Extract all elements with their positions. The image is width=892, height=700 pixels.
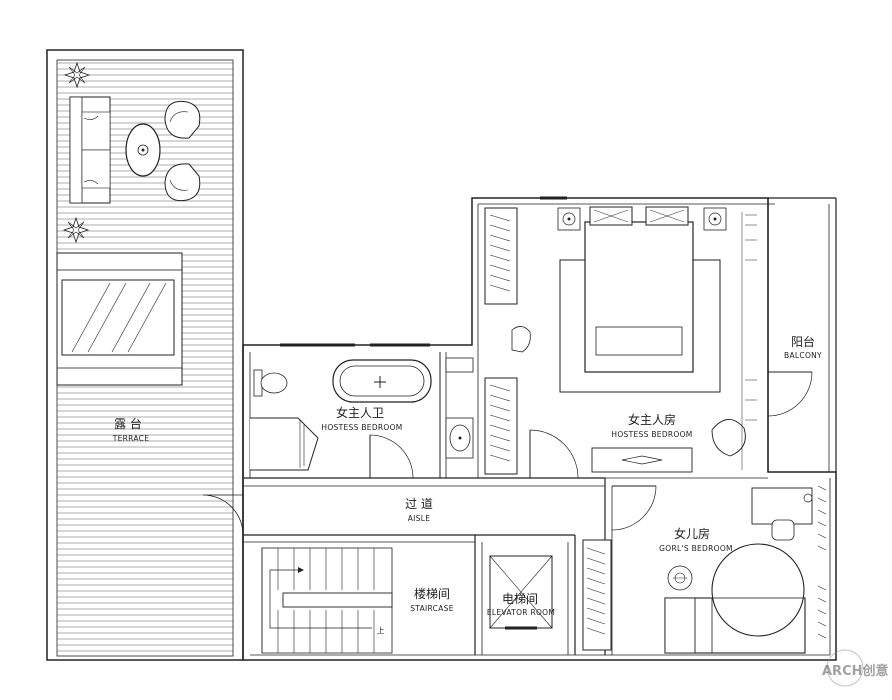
armchair-icon <box>164 163 201 202</box>
balcony-label: 阳台 <box>791 334 815 349</box>
nightstand <box>667 565 693 591</box>
sofa-icon <box>69 96 111 204</box>
cabinet <box>445 357 474 373</box>
hostess-bedroom-label-en: HOSTESS BEDROOM <box>611 430 692 439</box>
staircase-label: 楼梯间 <box>414 586 450 601</box>
girls-bedroom: 女儿房 GORL'S BEDROOM <box>582 485 827 654</box>
curtain <box>741 212 757 470</box>
building-outline <box>242 196 837 661</box>
elevator-room: 电梯间 ELEVATOR ROOM <box>487 555 555 630</box>
staircase-label-en: STAIRCASE <box>410 604 454 613</box>
curtain <box>817 485 827 639</box>
balcony-label-en: BALCONY <box>784 351 822 360</box>
tv-console <box>591 447 693 473</box>
hostess-bath-label: 女主人卫 <box>336 405 384 420</box>
elevator-label-en: ELEVATOR ROOM <box>487 608 555 617</box>
hostess-bedroom: 女主人房 HOSTESS BEDROOM <box>484 206 757 479</box>
girls-bedroom-door[interactable] <box>611 485 657 531</box>
aisle-label-en: AISLE <box>408 514 431 523</box>
terrace-label-en: TERRACE <box>112 434 150 443</box>
armchair-icon <box>711 419 746 457</box>
bathtub-icon <box>332 359 432 403</box>
stair-up-mark: 上 <box>377 626 385 635</box>
shower-enclosure <box>250 417 319 471</box>
skylight <box>56 252 183 386</box>
terrace-area: 露 台 TERRACE <box>46 49 244 661</box>
hostess-bedroom-door[interactable] <box>529 429 579 479</box>
staircase: 上 楼梯间 STAIRCASE <box>261 547 454 654</box>
bed-icon <box>584 206 694 373</box>
hostess-bedroom-label: 女主人房 <box>628 412 676 427</box>
girls-bedroom-label: 女儿房 <box>674 526 710 541</box>
aisle-label: 过 道 <box>405 497 433 511</box>
girls-bedroom-label-en: GORL'S BEDROOM <box>659 544 733 553</box>
hostess-bath: 女主人卫 HOSTESS BEDROOM <box>250 357 474 479</box>
plant-icon <box>63 61 91 89</box>
balcony: 阳台 BALCONY <box>767 334 822 417</box>
plant-icon <box>62 216 90 244</box>
elevator-label: 电梯间 <box>502 592 538 606</box>
aisle: 过 道 AISLE <box>405 497 433 523</box>
hostess-bath-label-en: HOSTESS BEDROOM <box>321 423 402 432</box>
sink-icon <box>445 417 474 459</box>
wardrobe <box>582 539 612 651</box>
toilet-icon <box>253 369 288 397</box>
watermark-text: ARCH创意 <box>822 663 889 679</box>
coffee-table-icon <box>125 123 161 177</box>
watermark-logo: ARCH创意 <box>822 649 889 687</box>
nightstand <box>557 207 727 231</box>
terrace-label: 露 台 <box>114 416 142 431</box>
chair-icon <box>511 326 531 353</box>
balcony-door[interactable] <box>767 371 813 417</box>
armchair-icon <box>164 100 201 139</box>
bed-icon <box>664 543 806 654</box>
desk <box>751 487 813 541</box>
bath-door[interactable] <box>369 434 414 479</box>
wardrobe <box>484 207 518 475</box>
